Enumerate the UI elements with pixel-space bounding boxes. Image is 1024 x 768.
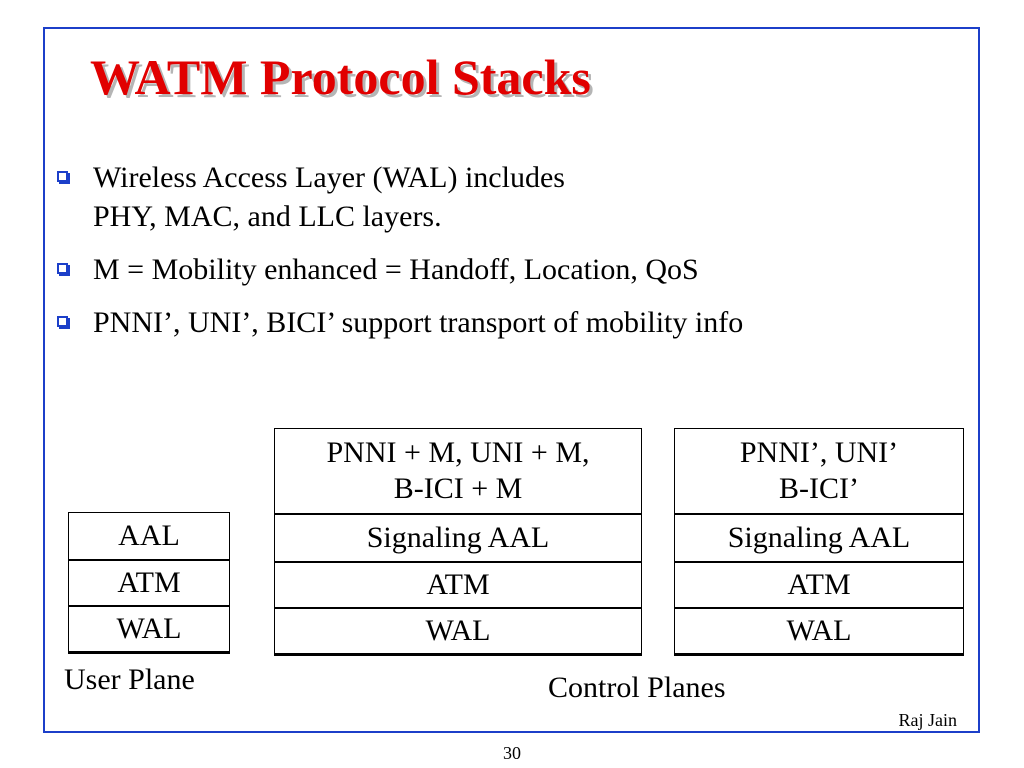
layer-label-line2: B-ICI + M xyxy=(393,472,523,505)
stack-layer-wal: WAL xyxy=(674,608,964,656)
layer-label: AAL xyxy=(118,519,180,552)
stack-layer-signaling-aal: Signaling AAL xyxy=(674,514,964,564)
bullet-text: PNNI’, UNI’, BICI’ support transport of … xyxy=(93,306,744,339)
user-plane-stack: AAL ATM WAL xyxy=(68,512,230,654)
layer-label: WAL xyxy=(786,614,852,647)
slide-frame xyxy=(43,27,980,733)
layer-label-line1: PNNI + M, UNI + M, xyxy=(326,436,590,469)
stack-layer-wal: WAL xyxy=(274,608,642,656)
control-planes-caption: Control Planes xyxy=(548,671,726,704)
layer-label-line1: PNNI’, UNI’ xyxy=(739,436,899,469)
bullet-text: Wireless Access Layer (WAL) includes xyxy=(93,161,565,194)
bullet-item: M = Mobility enhanced = Handoff, Locatio… xyxy=(55,250,743,289)
user-plane-caption: User Plane xyxy=(64,663,195,696)
layer-label: ATM xyxy=(787,568,851,601)
bullet-item: Wireless Access Layer (WAL) includes PHY… xyxy=(55,158,743,236)
slide-title: WATM Protocol Stacks xyxy=(90,49,591,105)
square-bullet-icon xyxy=(57,263,68,274)
layer-label: WAL xyxy=(425,614,491,647)
stack-layer-aal: AAL xyxy=(68,512,230,562)
layer-label-line2: B-ICI’ xyxy=(779,472,859,505)
stack-layer-signaling-aal: Signaling AAL xyxy=(274,514,642,564)
bullet-list: Wireless Access Layer (WAL) includes PHY… xyxy=(55,158,743,356)
stack-layer-signaling-protocols: PNNI’, UNI’ B-ICI’ xyxy=(674,428,964,516)
control-plane-stack-2: PNNI’, UNI’ B-ICI’ Signaling AAL ATM WAL xyxy=(674,428,964,656)
stack-layer-atm: ATM xyxy=(274,562,642,610)
layer-label: Signaling AAL xyxy=(727,521,911,554)
page-number: 30 xyxy=(503,743,521,763)
control-plane-stack-1: PNNI + M, UNI + M, B-ICI + M Signaling A… xyxy=(274,428,642,656)
layer-label: WAL xyxy=(116,612,182,645)
layer-label: Signaling AAL xyxy=(366,521,550,554)
layer-label: ATM xyxy=(426,568,490,601)
square-bullet-icon xyxy=(57,316,68,327)
stack-layer-wal: WAL xyxy=(68,606,230,654)
stack-layer-atm: ATM xyxy=(674,562,964,610)
stack-layer-atm: ATM xyxy=(68,560,230,608)
layer-label: ATM xyxy=(117,566,181,599)
bullet-text-continuation: PHY, MAC, and LLC layers. xyxy=(93,200,442,233)
square-bullet-icon xyxy=(57,171,68,182)
author-label: Raj Jain xyxy=(898,710,958,730)
stack-layer-signaling-protocols: PNNI + M, UNI + M, B-ICI + M xyxy=(274,428,642,516)
bullet-text: M = Mobility enhanced = Handoff, Locatio… xyxy=(93,253,699,286)
bullet-item: PNNI’, UNI’, BICI’ support transport of … xyxy=(55,303,743,342)
